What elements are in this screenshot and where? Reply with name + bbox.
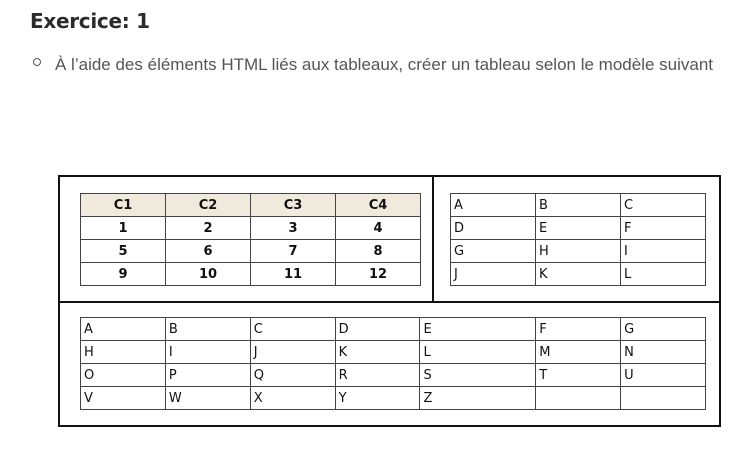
table-row: O P Q R S T U (80, 363, 706, 387)
table-cell: R (334, 363, 421, 387)
header-cell: C2 (165, 193, 251, 217)
table-row: J K L (450, 262, 706, 286)
table-cell: C (249, 317, 336, 341)
table-cell: W (164, 386, 251, 410)
table-cell: 5 (80, 239, 166, 263)
bullet-icon (33, 58, 41, 66)
table-row: A B C (450, 193, 706, 217)
table-cell: 8 (335, 239, 421, 263)
header-cell: C3 (250, 193, 336, 217)
table-cell: K (334, 340, 421, 364)
table-cell: B (164, 317, 251, 341)
letters-table-large: A B C D E F G H I J K L M N O P Q R (80, 317, 706, 410)
table-cell: 3 (250, 216, 336, 240)
table-row: 9 10 11 12 (80, 262, 421, 286)
table-cell: 4 (335, 216, 421, 240)
table-model-figure: C1 C2 C3 C4 1 2 3 4 5 6 7 8 9 10 11 12 (58, 175, 721, 427)
numbers-table: C1 C2 C3 C4 1 2 3 4 5 6 7 8 9 10 11 12 (80, 193, 421, 286)
table-cell: X (249, 386, 336, 410)
table-row: V W X Y Z (80, 386, 706, 410)
table-cell: H (535, 239, 621, 263)
table-cell: D (334, 317, 421, 341)
figure-vertical-divider (432, 177, 434, 302)
table-cell: F (535, 317, 622, 341)
table-cell: A (80, 317, 166, 341)
table-row: 5 6 7 8 (80, 239, 421, 263)
header-cell: C1 (80, 193, 166, 217)
table-cell: E (535, 216, 621, 240)
table-cell: F (620, 216, 706, 240)
table-cell: T (535, 363, 622, 387)
table-cell (620, 386, 706, 410)
table-cell: E (419, 317, 537, 341)
table-cell: P (164, 363, 251, 387)
table-cell: M (535, 340, 622, 364)
table-cell: U (620, 363, 706, 387)
table-cell: 2 (165, 216, 251, 240)
table-cell: J (249, 340, 336, 364)
table-cell: B (535, 193, 621, 217)
figure-horizontal-divider (60, 301, 719, 303)
table-cell: L (419, 340, 537, 364)
table-cell: 12 (335, 262, 421, 286)
table-cell: Q (249, 363, 336, 387)
instruction-text: À l’aide des éléments HTML liés aux tabl… (55, 55, 714, 74)
exercise-heading: Exercice: 1 (30, 9, 150, 33)
table-cell: V (80, 386, 166, 410)
table-cell: Z (419, 386, 537, 410)
table-cell: H (80, 340, 166, 364)
table-header-row: C1 C2 C3 C4 (80, 193, 421, 217)
table-cell: J (450, 262, 536, 286)
table-row: D E F (450, 216, 706, 240)
table-cell: I (164, 340, 251, 364)
table-cell: L (620, 262, 706, 286)
table-cell: K (535, 262, 621, 286)
header-cell: C4 (335, 193, 421, 217)
table-row: H I J K L M N (80, 340, 706, 364)
table-cell: 10 (165, 262, 251, 286)
table-cell: C (620, 193, 706, 217)
letters-table-small: A B C D E F G H I J K L (450, 193, 706, 286)
table-cell: D (450, 216, 536, 240)
table-cell: 9 (80, 262, 166, 286)
table-cell: N (620, 340, 706, 364)
table-row: 1 2 3 4 (80, 216, 421, 240)
table-cell: 1 (80, 216, 166, 240)
table-cell: 11 (250, 262, 336, 286)
table-row: G H I (450, 239, 706, 263)
table-cell: A (450, 193, 536, 217)
table-row: A B C D E F G (80, 317, 706, 341)
table-cell: G (620, 317, 706, 341)
table-cell: G (450, 239, 536, 263)
table-cell: 6 (165, 239, 251, 263)
table-cell: 7 (250, 239, 336, 263)
table-cell: Y (334, 386, 421, 410)
table-cell: S (419, 363, 537, 387)
table-cell (535, 386, 622, 410)
table-cell: O (80, 363, 166, 387)
table-cell: I (620, 239, 706, 263)
